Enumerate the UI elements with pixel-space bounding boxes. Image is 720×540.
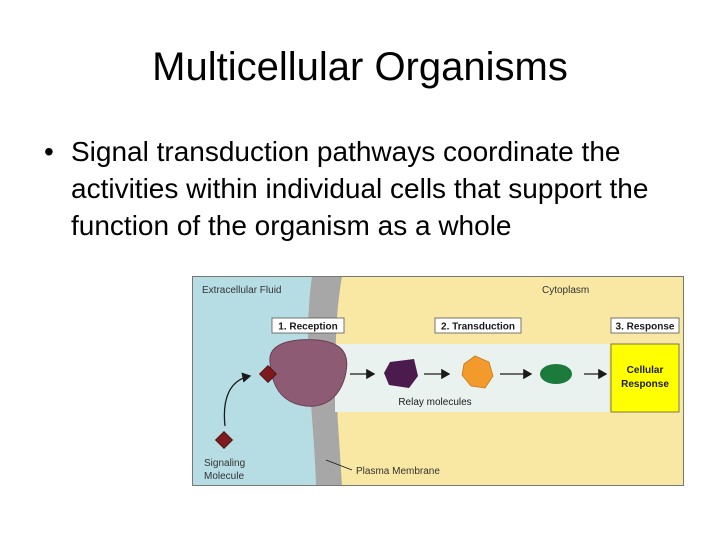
step-reception-label: 1. Reception bbox=[278, 322, 337, 333]
cellular-response-box bbox=[610, 343, 680, 413]
bullet-point: • Signal transduction pathways coordinat… bbox=[44, 133, 684, 244]
signal-transduction-diagram: Extracellular Fluid Cytoplasm 1. Recepti… bbox=[192, 276, 684, 486]
plasma-membrane-label: Plasma Membrane bbox=[356, 466, 440, 477]
membrane-pointer-line bbox=[325, 459, 353, 471]
diagram-border bbox=[192, 276, 684, 486]
step-reception-box bbox=[271, 317, 345, 334]
binding-arrow-icon bbox=[223, 372, 252, 427]
relay-molecules-label: Relay molecules bbox=[398, 397, 471, 408]
relay-molecule-3-icon bbox=[540, 364, 572, 384]
relay-molecule-2-icon bbox=[461, 355, 494, 389]
cytoplasm-label: Cytoplasm bbox=[542, 285, 589, 296]
cellular-response-label-line2: Response bbox=[621, 379, 669, 390]
extracellular-label: Extracellular Fluid bbox=[202, 285, 281, 296]
step-transduction-label: 2. Transduction bbox=[441, 322, 515, 333]
step-response-label: 3. Response bbox=[616, 322, 675, 333]
receptor-protein-icon bbox=[269, 339, 348, 407]
step-response-box bbox=[610, 317, 680, 334]
slide-title: Multicellular Organisms bbox=[152, 45, 568, 89]
bullet-marker: • bbox=[44, 136, 54, 167]
signaling-molecule-icon bbox=[214, 430, 234, 450]
signaling-molecule-label-line2: Molecule bbox=[204, 471, 244, 482]
bound-signaling-molecule-icon bbox=[258, 364, 278, 384]
signaling-molecule-label-line1: Signaling bbox=[204, 458, 245, 469]
cellular-response-label-line1: Cellular bbox=[627, 365, 664, 376]
bullet-text: Signal transduction pathways coordinate … bbox=[71, 136, 649, 241]
relay-molecule-1-icon bbox=[384, 359, 418, 388]
step-transduction-box bbox=[434, 317, 522, 334]
